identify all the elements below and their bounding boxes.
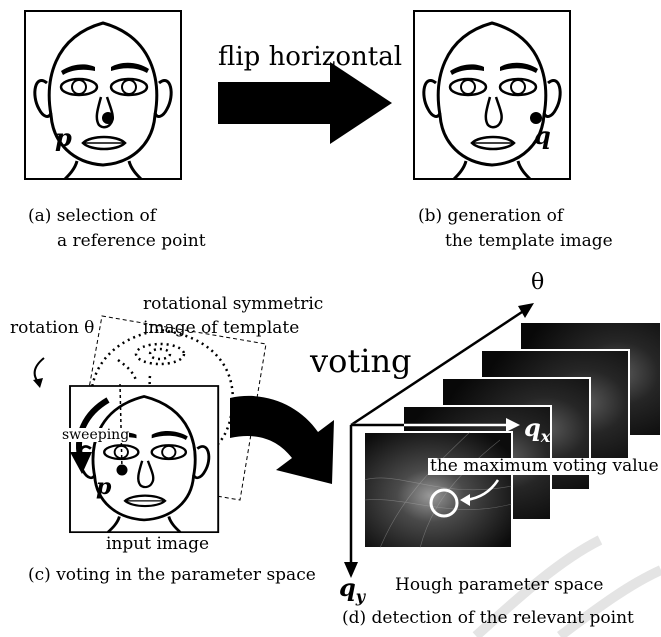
- voting-arrow: [230, 395, 334, 484]
- reference-point-p: [102, 112, 114, 124]
- panel-b-template-face: [412, 9, 572, 181]
- caption-b-line2: the template image: [445, 231, 613, 251]
- theta-axis-line: [350, 308, 526, 427]
- qy-axis-arrowhead: [344, 562, 358, 578]
- qy-axis-label: qy: [339, 576, 365, 605]
- qy-axis-subscript: y: [355, 586, 366, 606]
- template-label-line1: rotational symmetric: [143, 294, 324, 314]
- rotation-theta-label: rotation θ: [10, 318, 95, 338]
- maximum-pointer-arrowhead: [460, 494, 470, 506]
- panel-c-input-face: [68, 384, 220, 534]
- theta-axis-label: θ: [531, 270, 545, 295]
- rotation-arrowhead: [33, 378, 43, 388]
- input-image-label: input image: [106, 534, 210, 554]
- theta-axis-arrowhead: [518, 303, 534, 318]
- qx-axis-letter: q: [524, 413, 541, 442]
- caption-a-line1: (a) selection of: [28, 206, 156, 226]
- qx-axis-subscript: x: [540, 426, 551, 446]
- voting-label: voting: [310, 342, 412, 380]
- sweeping-arrowhead: [70, 452, 92, 474]
- maximum-marker-circle: [429, 488, 459, 518]
- watermark-logo: [472, 535, 661, 637]
- hough-space-label: Hough parameter space: [395, 575, 604, 595]
- qx-axis-arrowhead: [506, 418, 520, 432]
- caption-d: (d) detection of the relevant point: [342, 608, 634, 628]
- point-p-label: p: [55, 123, 72, 152]
- rotated-template-frame: [73, 315, 267, 501]
- sweeping-label: sweeping: [62, 427, 130, 443]
- template-point-q: [530, 112, 542, 124]
- panel-a-reference-face: [23, 9, 183, 181]
- sweeping-line: [119, 383, 123, 471]
- qy-axis-letter: q: [339, 573, 356, 602]
- template-label-line2: image of template: [143, 318, 300, 338]
- point-q-label: q: [534, 121, 551, 150]
- flip-horizontal-label: flip horizontal: [218, 42, 403, 72]
- caption-a-line2: a reference point: [57, 231, 206, 251]
- flip-arrow: [218, 62, 392, 144]
- input-point-p-label: p: [96, 474, 112, 500]
- qx-axis-label: qx: [524, 416, 550, 445]
- caption-c: (c) voting in the parameter space: [28, 565, 316, 585]
- sweeping-arc: [76, 397, 110, 457]
- max-voting-value-label: the maximum voting value: [428, 456, 661, 476]
- caption-b-line1: (b) generation of: [418, 206, 564, 226]
